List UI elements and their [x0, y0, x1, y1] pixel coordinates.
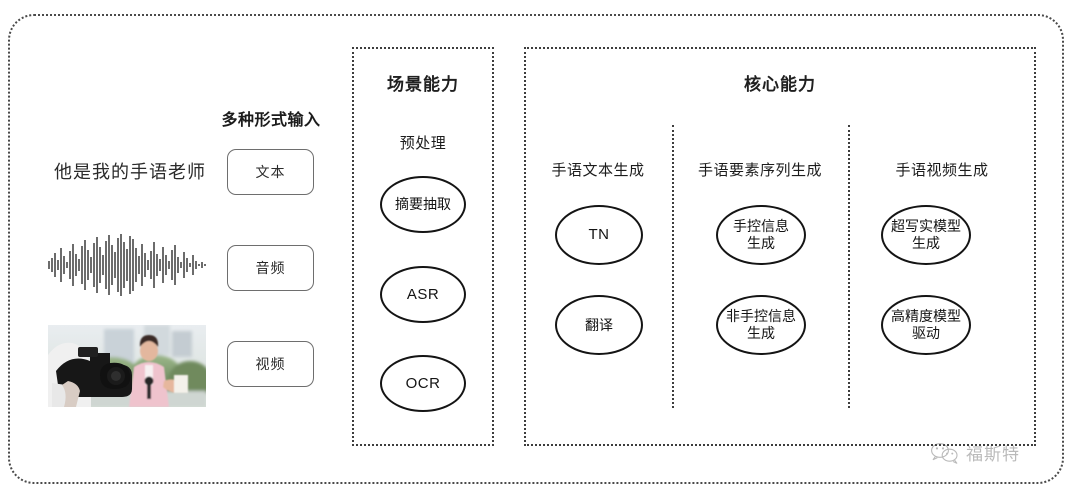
node-non-manual-feature-generation[interactable]: 非手控信息 生成 [716, 295, 806, 355]
node-translation[interactable]: 翻译 [555, 295, 643, 355]
node-photoreal-model-generation[interactable]: 超写实模型 生成 [881, 205, 971, 265]
node-tn[interactable]: TN [555, 205, 643, 265]
node-ocr[interactable]: OCR [380, 355, 466, 412]
core-column-label-sign-text: 手语文本生成 [551, 162, 645, 179]
core-panel-title: 核心能力 [744, 75, 816, 94]
core-column-label-sign-video: 手语视频生成 [895, 162, 989, 179]
wechat-icon [931, 442, 958, 464]
video-thumbnail-image [48, 325, 206, 407]
outer-frame [8, 14, 1064, 484]
core-column-divider-1 [672, 125, 674, 408]
watermark-text: 福斯特 [966, 445, 1020, 464]
scene-group-label: 预处理 [399, 135, 447, 152]
node-high-precision-model-driving[interactable]: 高精度模型 驱动 [881, 295, 971, 355]
node-manual-feature-generation[interactable]: 手控信息 生成 [716, 205, 806, 265]
scene-capability-panel [352, 47, 494, 446]
core-column-label-sign-element: 手语要素序列生成 [697, 162, 822, 179]
node-asr[interactable]: ASR [380, 266, 466, 323]
input-section-heading: 多种形式输入 [221, 112, 321, 129]
audio-waveform-icon [48, 234, 206, 296]
input-modality-text[interactable]: 文本 [227, 149, 314, 195]
core-capability-panel [524, 47, 1036, 446]
sample-sentence-text: 他是我的手语老师 [54, 162, 206, 182]
input-modality-video[interactable]: 视频 [227, 341, 314, 387]
watermark: 福斯特 [930, 440, 1020, 465]
node-abstract-extraction[interactable]: 摘要抽取 [380, 176, 466, 233]
input-modality-audio[interactable]: 音频 [227, 245, 314, 291]
scene-panel-title: 场景能力 [387, 75, 459, 94]
core-column-divider-2 [848, 125, 850, 408]
